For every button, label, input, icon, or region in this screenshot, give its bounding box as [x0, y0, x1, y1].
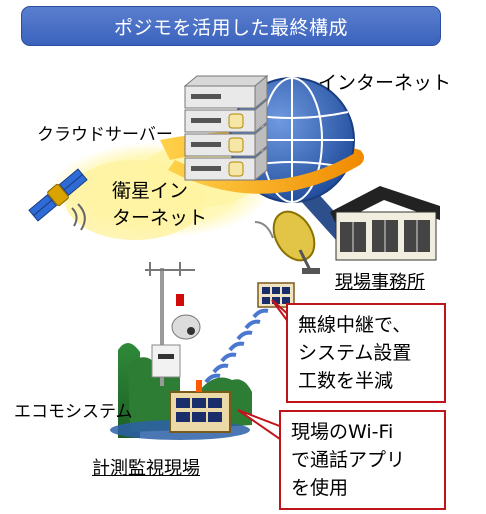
satellite-internet-label-line2: ターネット — [112, 207, 208, 229]
satellite-signal-icon — [71, 203, 86, 231]
site-office-icon — [330, 186, 440, 261]
solar-panel-icon — [169, 380, 231, 433]
wifi-callout-line: で通話アプリ — [291, 449, 406, 471]
relay-callout-line: 無線中継で、 — [298, 314, 412, 336]
site-office-label: 現場事務所 — [335, 272, 425, 293]
relay-callout-line: システム設置 — [298, 342, 412, 364]
relay-callout-line: 工数を半減 — [298, 370, 394, 392]
cloud-server-icon — [183, 74, 269, 182]
relay-callout: 無線中継で、 システム設置 工数を半減 — [286, 303, 446, 403]
satellite-internet-label-line1: 衛星イン — [112, 180, 189, 202]
monitoring-site-label: 計測監視現場 — [92, 458, 200, 479]
cloud-server-label: クラウドサーバー — [37, 125, 173, 145]
internet-label: インターネット — [318, 72, 452, 94]
title-banner: ポジモを活用した最終構成 — [21, 6, 441, 46]
wifi-callout-line: を使用 — [291, 477, 349, 499]
dish-antenna-icon — [254, 210, 320, 274]
satellite-icon — [28, 168, 88, 222]
eco-system-label: エコモシステム — [14, 402, 133, 422]
monitoring-pole-icon — [145, 262, 201, 386]
wireless-waves-icon — [204, 308, 269, 384]
wifi-callout-line: 現場のWi-Fi — [291, 421, 394, 443]
wifi-callout: 現場のWi-Fi で通話アプリ を使用 — [279, 410, 446, 510]
